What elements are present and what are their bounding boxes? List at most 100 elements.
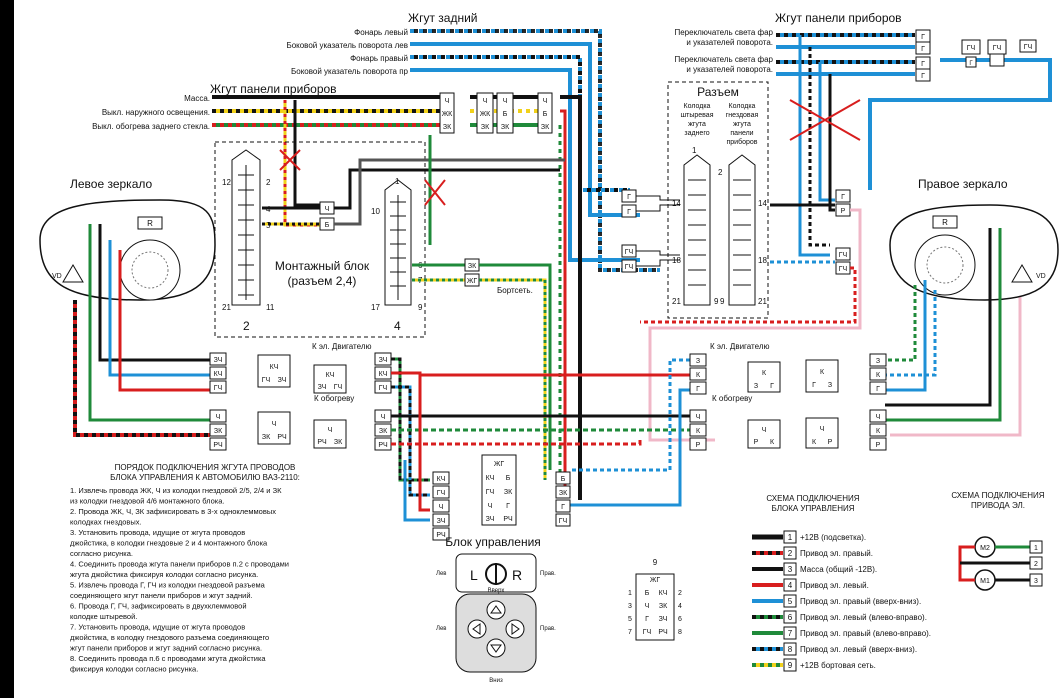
rc-pb2-2: К (812, 439, 817, 446)
mb4-pin-10: 10 (371, 207, 380, 216)
procedure-line: жгута джойстика фиксируя колодки согласн… (70, 570, 258, 579)
drive-m2: М2 (980, 545, 990, 552)
legend-pin-box (783, 642, 797, 656)
plug-g2: Г (627, 209, 631, 216)
legend-label: Привод эл. правый. (800, 549, 873, 558)
conn-qpin-14: 14 (758, 199, 767, 208)
jc-c8: РЧ (658, 629, 668, 636)
bortset-label: Бортсеть. (497, 286, 533, 295)
drive-title-1: СХЕМА ПОДКЛЮЧЕНИЯ (951, 491, 1044, 500)
rc-pb2-1: Ч (820, 426, 825, 433)
drive-schema: М2 М1 1 2 3 (958, 536, 1043, 591)
cu-left-3: Ч (439, 504, 444, 511)
mb-plug-ch: Ч (325, 206, 330, 213)
rmid-gch: ГЧ (839, 252, 848, 259)
legend-pin-box (783, 562, 797, 576)
lc-pb-3: РЧ (277, 434, 287, 441)
legend-pin-number: 3 (788, 565, 793, 574)
lc-pa2-3: ГЧ (334, 384, 343, 391)
procedure-line: джойстика, в колодки гнездовые 2 и 4 мон… (70, 539, 268, 548)
middle-wires (391, 357, 690, 522)
jc-r3: 6 (678, 616, 682, 623)
procedure-line: фиксируя колодки согласно рисунка. (70, 665, 198, 674)
jc-9: 9 (653, 558, 658, 567)
connector-blocks (683, 154, 756, 306)
legend-pin-box (783, 658, 797, 672)
plug-top3-b: Б (503, 111, 508, 118)
lc-b2: ЗК (214, 428, 223, 435)
lc-d1: Ч (381, 414, 386, 421)
rear-label-3: Фонарь правый (350, 54, 408, 63)
legend-label: Привод эл. правый (вверх-вниз). (800, 597, 921, 606)
plug-top3-a: Ч (503, 98, 508, 105)
mount-block-sub: (разъем 2,4) (288, 274, 357, 288)
mirror-right: R VD (885, 204, 1059, 422)
jc-c7: ГЧ (643, 629, 652, 636)
cu-g3: ГЧ (486, 489, 495, 496)
legend-title-2: БЛОКА УПРАВЛЕНИЯ (771, 504, 854, 513)
rc-pb-2: Р (754, 439, 759, 446)
legend-pin-box (783, 626, 797, 640)
legend-pin-number: 9 (788, 661, 793, 670)
procedure-line: 7. Установить провода, идущие от жгута п… (70, 623, 245, 632)
rplug-1: Г (921, 34, 925, 41)
conn-pin-2: 2 (718, 168, 723, 177)
jc-c1: Б (645, 590, 650, 597)
plug-top2-b: ЖК (480, 111, 491, 118)
rplug-gch: ГЧ (967, 45, 976, 52)
cu-right-1: Б (561, 476, 566, 483)
mirror-left-r: R (147, 219, 153, 228)
right-top-plugs: Г Г Г Г ГЧ Г ГЧ ГЧ (915, 29, 1037, 82)
rplug-g: Г (969, 61, 973, 67)
engine-right-label: К эл. Двигателю (710, 342, 769, 351)
lc-c2: КЧ (379, 371, 388, 378)
cu-g5: Ч (488, 503, 493, 510)
procedure-line: 4. Соединить провода жгута панели прибор… (70, 560, 289, 569)
drive-p3: 3 (1034, 578, 1038, 585)
procedure-line: 8. Соединить провода п.6 с проводами жгу… (70, 654, 266, 663)
jc-c3: Ч (645, 603, 650, 610)
legend-pin-box (783, 610, 797, 624)
conn-qpin-21: 21 (758, 297, 767, 306)
rc-a1: З (696, 358, 700, 365)
mirror-left: R VD (39, 199, 216, 437)
jc-r2: 4 (678, 603, 682, 610)
cu-left-5: РЧ (436, 532, 446, 539)
rc-c2: К (876, 372, 881, 379)
legend-pin-box (783, 546, 797, 560)
mb4-pin-1: 1 (395, 177, 400, 186)
rc-c3: Г (876, 386, 880, 393)
lc-pb2-2: РЧ (317, 439, 327, 446)
legend-label: +12В (подсветка). (800, 533, 866, 542)
drive-p2: 2 (1034, 561, 1038, 568)
legend-label: Масса (общий -12В). (800, 565, 877, 574)
joystick-prav-2: Прав. (540, 626, 556, 632)
rc-b1: Ч (696, 414, 701, 421)
joystick-up: Вверх (488, 588, 505, 594)
rplug-gch3: ГЧ (1024, 44, 1033, 51)
plug-top2-a: Ч (483, 98, 488, 105)
lc-b3: РЧ (213, 442, 223, 449)
procedure-line: 2. Провода ЖК, Ч, ЗК зафиксировать в 3-х… (70, 507, 276, 516)
plug-gch2: ГЧ (625, 264, 634, 271)
heat-left-label: К обогреву (314, 394, 354, 403)
rc-pa2-2: Г (812, 382, 816, 389)
rc-a3: Г (696, 386, 700, 393)
heat-right-label: К обогреву (712, 394, 752, 403)
lc-pb-1: Ч (272, 421, 277, 428)
right-connectors: З К Г Ч К Р К З Г К Г З Ч Р К Ч К Р З К … (689, 353, 887, 451)
conn-pin-21: 21 (672, 297, 681, 306)
harness-panel-right-title: Жгут панели приборов (775, 11, 902, 25)
jc-c4: ЗК (659, 603, 668, 610)
mirror-left-title: Левое зеркало (70, 177, 153, 191)
mirror-right-vd: VD (1036, 273, 1046, 280)
legend-pin-number: 7 (788, 629, 793, 638)
legend-pin-number: 8 (788, 645, 793, 654)
rear-label-2: Боковой указатель поворота лев (286, 41, 408, 50)
cu-connector: КЧ ГЧ Ч ЗЧ РЧ ЖГ КЧ Б ГЧ ЗК Ч Г ЗЧ РЧ Б … (432, 454, 571, 541)
switch-label-3: Переключатель света фар (674, 55, 773, 64)
cu-g7: ЗЧ (486, 516, 495, 523)
